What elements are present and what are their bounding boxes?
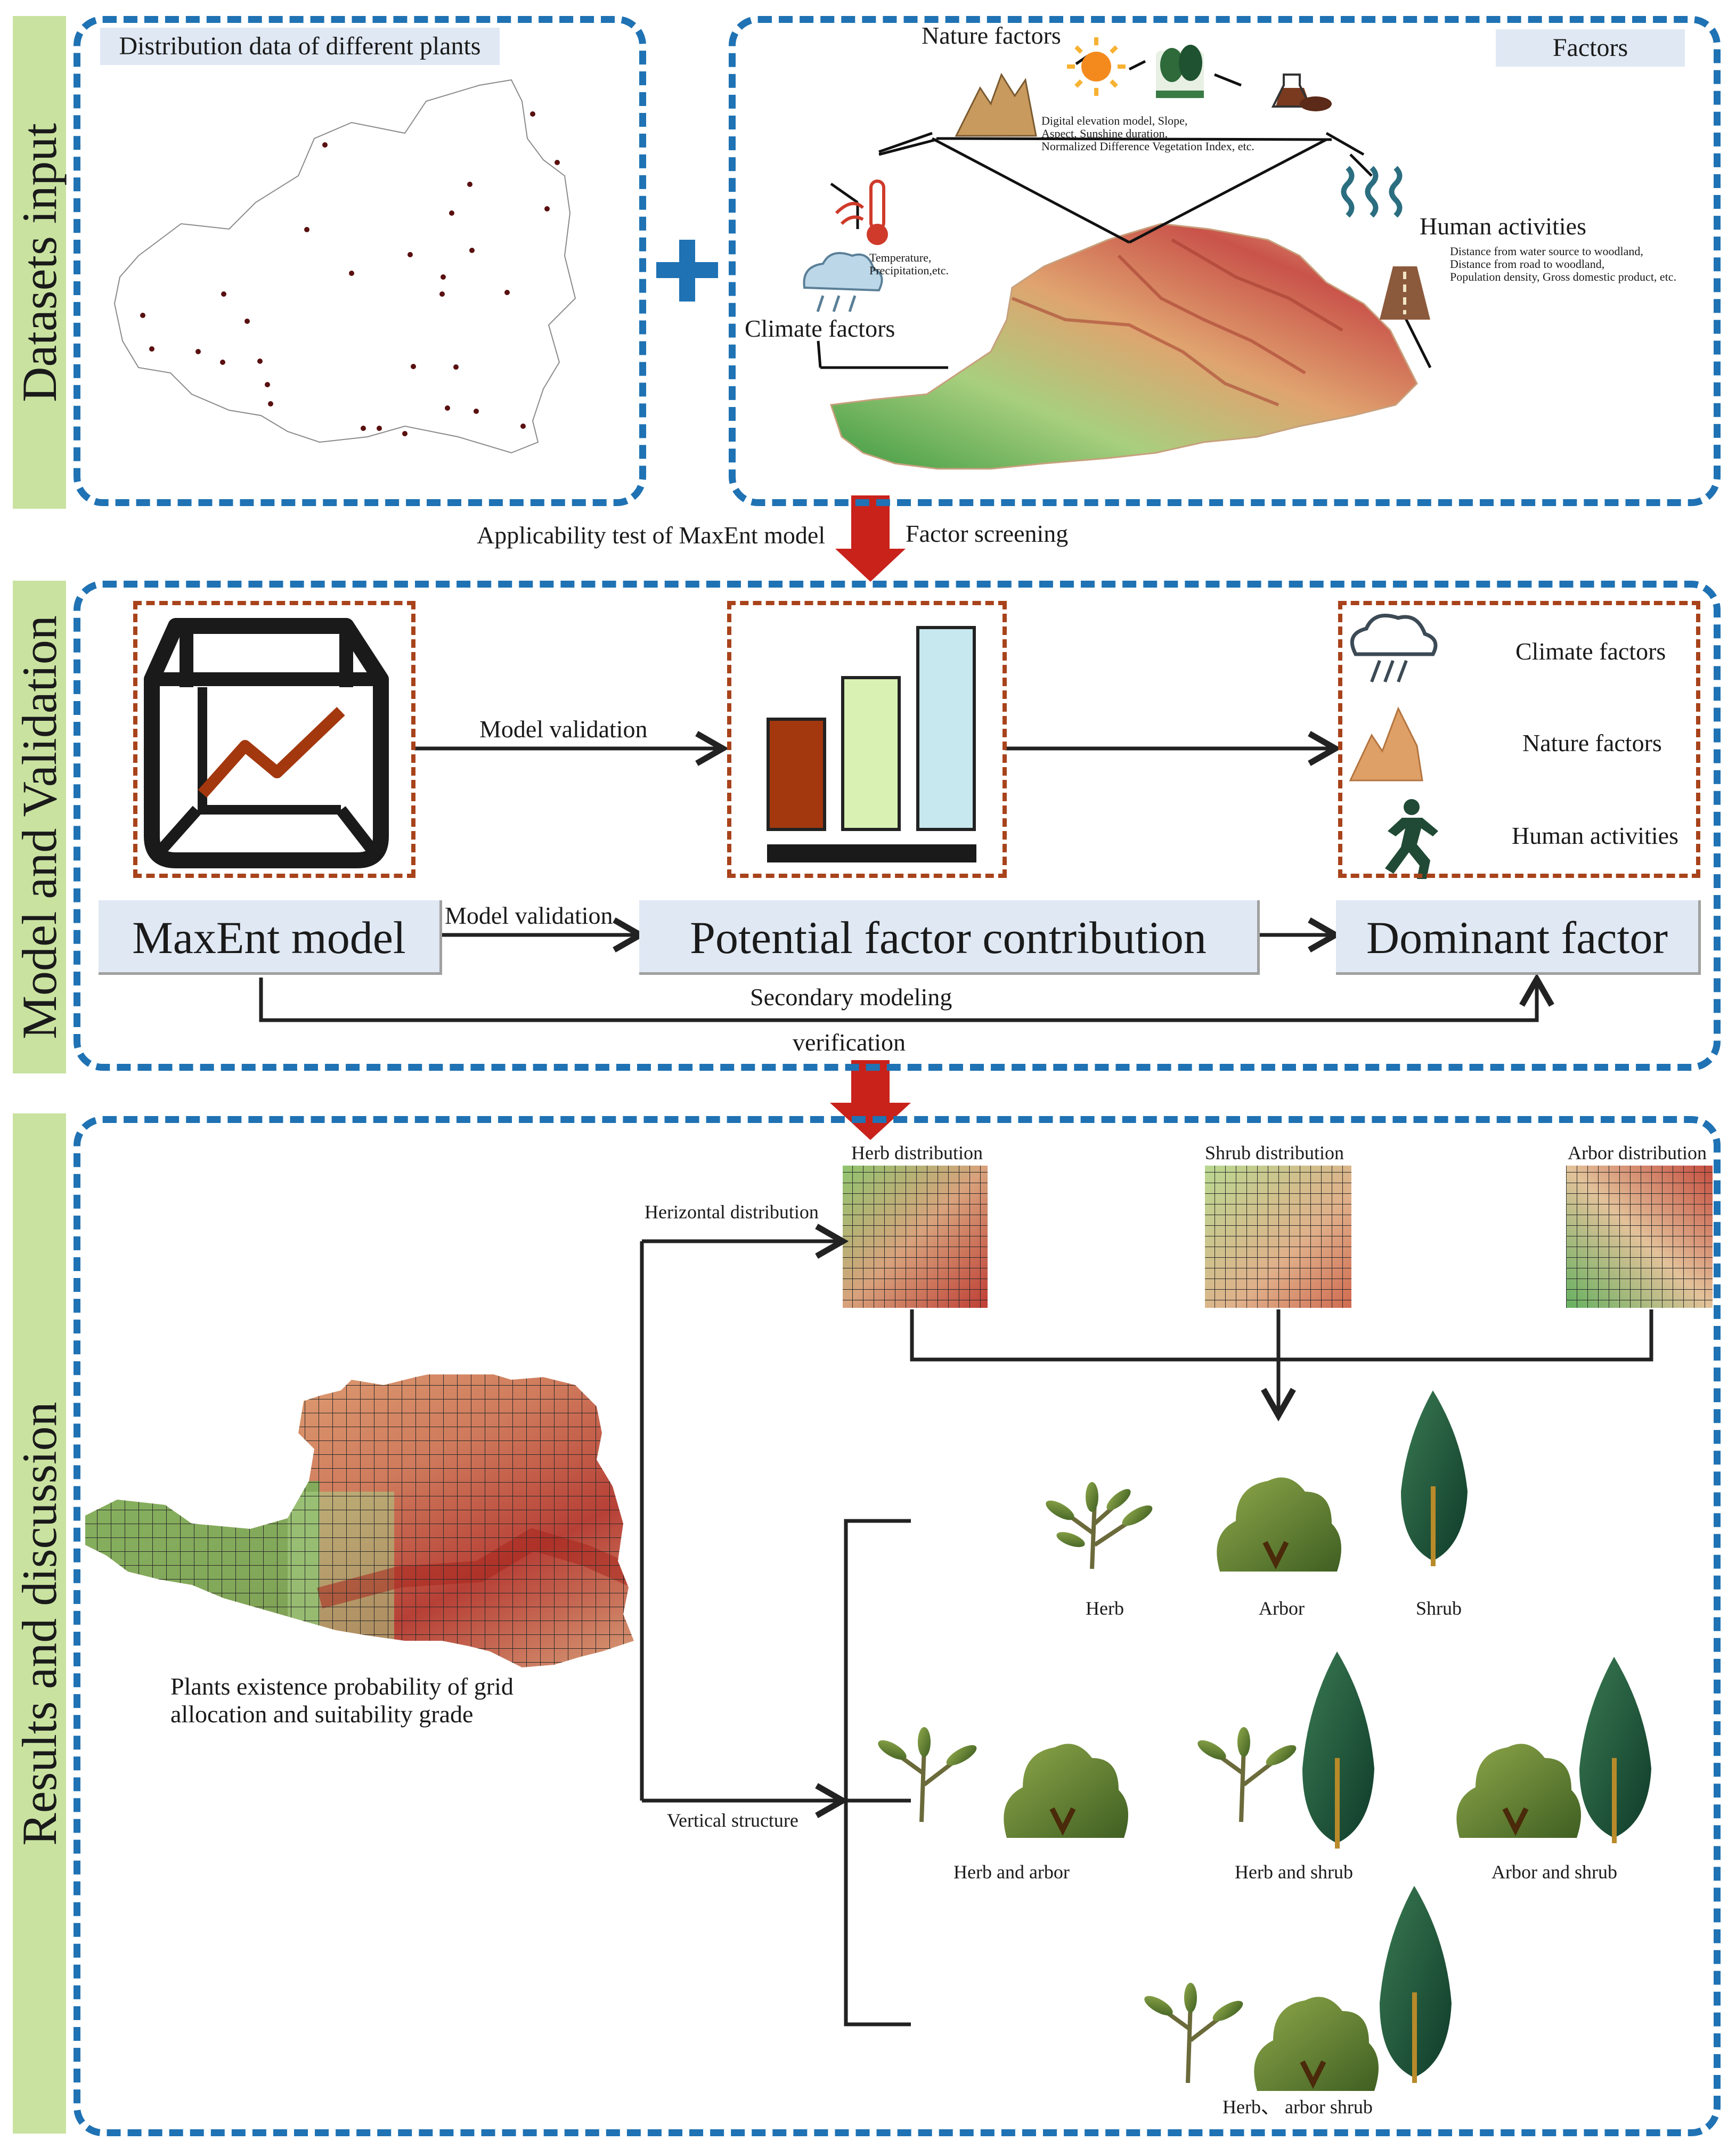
- bar-chart-icon: [767, 626, 976, 862]
- shrub-label: Shrub: [1416, 1598, 1462, 1619]
- distribution-panel: [74, 16, 646, 506]
- herb-arbor-shrub-label: Herb、 arbor shrub: [1222, 2096, 1373, 2118]
- factors-panel: [729, 16, 1721, 506]
- result-connectors: [640, 1224, 1653, 2026]
- legend-mountain-icon: [1349, 706, 1423, 782]
- arbor-icon: [1217, 1477, 1341, 1572]
- arbor-label: Arbor: [1259, 1598, 1305, 1619]
- herb-and-shrub-icon: [1197, 1651, 1374, 1849]
- arbor-and-shrub-label: Arbor and shrub: [1492, 1861, 1617, 1883]
- plus-icon: [656, 240, 718, 302]
- legend-runner-icon: [1385, 799, 1438, 879]
- arbor-distribution-map: [1566, 1166, 1713, 1308]
- factor-screening-label: Factor screening: [906, 520, 1069, 547]
- shrub-distribution-map: [1205, 1166, 1351, 1308]
- cloud-rain-icon: [803, 252, 883, 312]
- herb-arbor-shrub-icon: [1144, 1886, 1452, 2091]
- model-panel: [74, 581, 1721, 1071]
- secondary-modeling-label: Secondary modeling: [750, 983, 952, 1011]
- bar-chart-frame: [727, 601, 1007, 878]
- herb-and-arbor-label: Herb and arbor: [953, 1861, 1070, 1883]
- climate-factors-desc: Temperature,Precipitation,etc.: [869, 251, 949, 277]
- mountain-icon: [955, 72, 1037, 137]
- potential-factor-box: Potential factor contribution: [639, 900, 1260, 975]
- legend-climate-label: Climate factors: [1515, 638, 1666, 665]
- shrub-distribution-label: Shrub distribution: [1205, 1142, 1344, 1163]
- model-validation-label-2: Model validation: [445, 902, 613, 929]
- bar-1: [767, 718, 826, 831]
- sun-icon: [1067, 37, 1126, 96]
- terrain-ridges: [1011, 238, 1343, 406]
- soil-flask-icon: [1271, 74, 1332, 111]
- nature-factors-label: Nature factors: [922, 22, 1061, 49]
- applicability-test-label: Applicability test of MaxEnt model: [477, 522, 826, 549]
- legend-human-label: Human activities: [1512, 822, 1678, 849]
- herb-and-shrub-label: Herb and shrub: [1235, 1861, 1353, 1883]
- bar-3: [916, 626, 976, 831]
- arbor-distribution-label: Arbor distribution: [1568, 1142, 1707, 1163]
- herb-distribution-label: Herb distribution: [851, 1142, 983, 1163]
- verification-label: verification: [793, 1029, 906, 1056]
- vertical-structure-label: Vertical structure: [667, 1810, 798, 1831]
- maxent-model-box: MaxEnt model: [99, 900, 442, 975]
- water-icon: [1341, 166, 1403, 218]
- study-area-outline: [113, 79, 576, 454]
- human-activities-desc: Distance from water source to woodland,D…: [1450, 245, 1677, 283]
- vegetation-icon: [1156, 45, 1204, 99]
- herb-label: Herb: [1086, 1598, 1124, 1619]
- maxent-icon-frame: [133, 601, 415, 878]
- dominant-legend-frame: [1338, 601, 1700, 878]
- distribution-title: Distribution data of different plants: [100, 28, 500, 65]
- model-validation-label-1: Model validation: [479, 715, 648, 743]
- section-label-model: Model and Validation: [12, 581, 67, 1073]
- legend-cloud-icon: [1350, 614, 1438, 683]
- herb-distribution-map: [843, 1166, 988, 1308]
- road-icon: [1380, 266, 1430, 320]
- model-arrows: [259, 731, 1554, 1022]
- nature-factors-desc: Digital elevation model, Slope,Aspect, S…: [1041, 114, 1254, 153]
- herb-icon: [1046, 1482, 1153, 1569]
- shrub-icon: [1401, 1390, 1468, 1566]
- factors-title: Factors: [1496, 29, 1685, 67]
- occurrence-points: [140, 111, 560, 436]
- legend-nature-label: Nature factors: [1522, 729, 1662, 756]
- bar-2: [841, 676, 901, 831]
- human-activities-label: Human activities: [1420, 213, 1586, 240]
- horizontal-distribution-label: Herizontal distribution: [645, 1201, 819, 1223]
- dominant-factor-box: Dominant factor: [1336, 900, 1701, 975]
- factor-connectors: [817, 54, 1432, 369]
- climate-factors-label: Climate factors: [745, 315, 895, 342]
- arbor-and-shrub-icon: [1456, 1657, 1651, 1843]
- section-label-datasets: Datasets input: [12, 16, 67, 509]
- results-panel: [74, 1116, 1721, 2136]
- section-label-results: Results and discussion: [12, 1113, 67, 2134]
- herb-and-arbor-icon: [878, 1727, 1128, 1838]
- arrow-secondary: [259, 973, 1554, 1022]
- flow-arrow-1: [835, 495, 906, 582]
- maxent-chart-icon: [144, 618, 389, 868]
- thermometer-icon: [835, 180, 888, 245]
- terrain-map: [829, 223, 1418, 470]
